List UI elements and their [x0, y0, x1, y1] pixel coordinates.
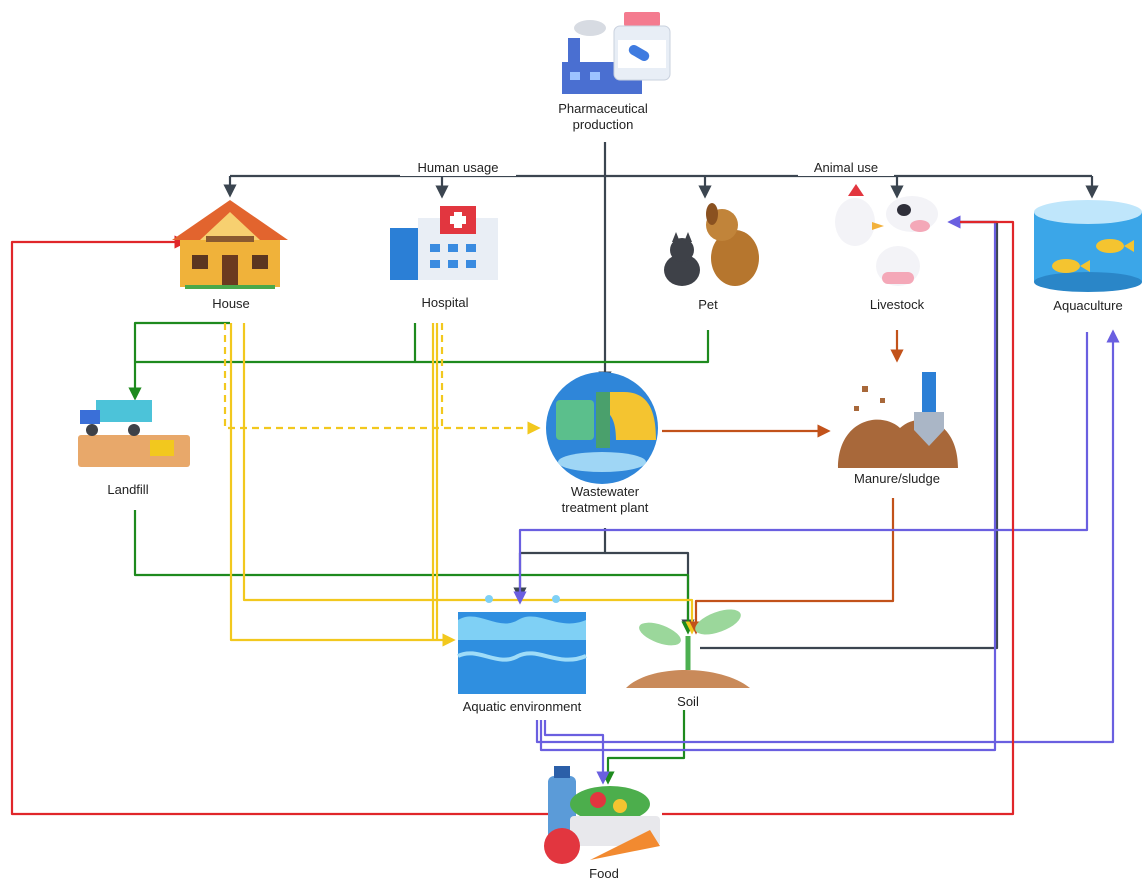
- soil-node: Soil: [626, 609, 750, 709]
- edge-landfill-to-soil: [133, 510, 695, 635]
- livestock-icon: [835, 184, 938, 286]
- edge-wwtp-to-soil: [605, 551, 695, 633]
- edge-hospital-to-landfill: [135, 323, 417, 364]
- livestock-label: Livestock: [870, 297, 925, 312]
- aquaculture-tank-icon: [1034, 200, 1142, 292]
- pharma-label-line1: Pharmaceutical: [558, 101, 648, 116]
- food-node: Food: [544, 766, 660, 881]
- edge-pet-to-landfill: [415, 330, 710, 364]
- wwtp-label-line2: treatment plant: [562, 500, 649, 515]
- house-icon: [172, 200, 288, 289]
- wwtp-label-line1: Wastewater: [571, 484, 640, 499]
- landfill-truck-icon: [78, 400, 190, 467]
- hospital-icon: [390, 206, 498, 280]
- pet-label: Pet: [698, 297, 718, 312]
- edge-manure-to-soil: [689, 498, 895, 635]
- wwtp-node: Wastewater treatment plant: [546, 372, 658, 515]
- food-basket-icon: [544, 766, 660, 864]
- medicine-bottle-icon: [613, 12, 671, 81]
- pet-node: Pet: [664, 203, 759, 312]
- pet-icon: [664, 203, 759, 286]
- water-waves-icon: [457, 595, 587, 694]
- human-usage-label: Human usage: [418, 160, 499, 175]
- edge-aquaculture-to-aquatic: [513, 332, 1089, 605]
- aquaculture-node: Aquaculture: [1034, 200, 1142, 313]
- food-label: Food: [589, 866, 619, 881]
- landfill-label: Landfill: [107, 482, 148, 497]
- landfill-node: Landfill: [78, 400, 190, 497]
- aquaculture-label: Aquaculture: [1053, 298, 1122, 313]
- aquatic-label: Aquatic environment: [463, 699, 582, 714]
- wastewater-plant-icon: [546, 372, 658, 484]
- soil-sprout-icon: [626, 609, 750, 688]
- aquatic-node: Aquatic environment: [457, 595, 587, 714]
- edge-aquatic-to-food: [543, 720, 610, 785]
- edge-soil-to-food: [601, 710, 686, 785]
- edge-house-to-wwtp-dashed: [223, 323, 541, 435]
- livestock-node: Livestock: [835, 184, 938, 312]
- edge-wwtp-to-aquatic: [513, 528, 607, 601]
- house-label: House: [212, 296, 250, 311]
- soil-label: Soil: [677, 694, 699, 709]
- animal-use-label: Animal use: [814, 160, 878, 175]
- manure-shovel-icon: [838, 372, 958, 468]
- pharmaceutical-production-node: Pharmaceutical production: [558, 12, 671, 132]
- edge-food-to-house: [10, 235, 548, 816]
- manure-node: Manure/sludge: [838, 372, 958, 486]
- edge-house-to-soil: [242, 323, 699, 635]
- edge-house-to-aquatic: [229, 323, 456, 647]
- edge-food-to-livestock: [662, 220, 1015, 816]
- pharma-label-line2: production: [573, 117, 634, 132]
- edge-aquatic-to-aquaculture: [535, 329, 1120, 744]
- hospital-node: Hospital: [390, 206, 498, 310]
- hospital-label: Hospital: [422, 295, 469, 310]
- edges: [10, 142, 1120, 816]
- manure-label: Manure/sludge: [854, 471, 940, 486]
- edge-house-to-landfill: [128, 321, 230, 401]
- house-node: House: [172, 200, 288, 311]
